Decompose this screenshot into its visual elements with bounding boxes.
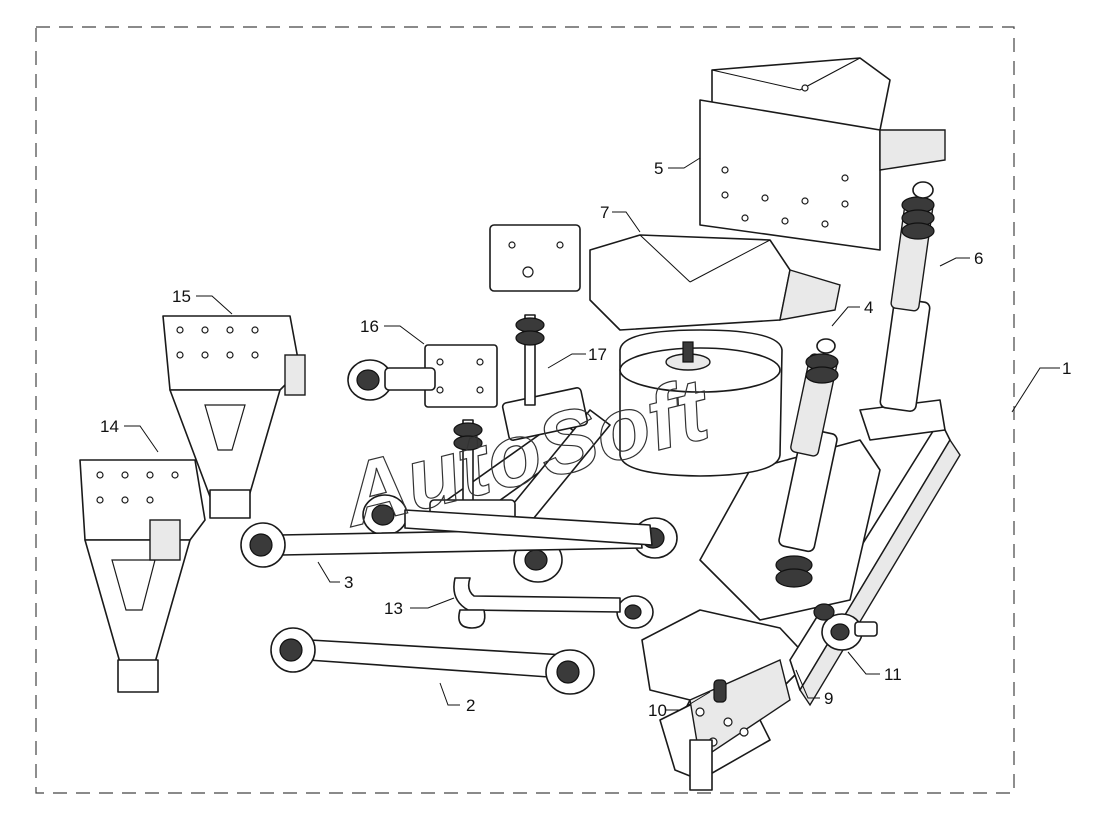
- lower-control-arm-upper: [240, 509, 653, 568]
- front-shock-absorber: [775, 338, 839, 588]
- callout-11: 11: [884, 665, 902, 684]
- callout-5: 5: [654, 159, 663, 178]
- callout-labels: 1 2 3 4 5 6 7 9 10 11 13 14 15: [100, 157, 1071, 720]
- callout-13: 13: [384, 599, 403, 618]
- callout-14: 14: [100, 417, 119, 436]
- callout-7: 7: [600, 203, 609, 222]
- mounting-bracket: [424, 344, 498, 408]
- callout-16: 16: [360, 317, 379, 336]
- callout-1: 1: [1062, 359, 1071, 378]
- callout-6: 6: [974, 249, 983, 268]
- lower-control-arm-lower: [270, 627, 595, 695]
- upper-air-spring-mount: [699, 57, 946, 251]
- callout-15: 15: [172, 287, 191, 306]
- rear-bushing: [813, 603, 878, 651]
- torque-rod-bracket-upper: [162, 315, 306, 519]
- callout-17: 17: [588, 345, 607, 364]
- rear-shock-absorber: [879, 181, 935, 412]
- torque-rod-bracket-lower: [79, 459, 206, 693]
- callout-10: 10: [648, 701, 667, 720]
- callout-9: 9: [824, 689, 833, 708]
- mount-bolt-holes: [721, 166, 849, 228]
- rod-end-bushings: [347, 359, 678, 629]
- callout-3: 3: [344, 573, 353, 592]
- assembly-boundary-frame: [35, 26, 1015, 794]
- callout-2: 2: [466, 696, 475, 715]
- callout-4: 4: [864, 298, 873, 317]
- u-shaped-rod: [453, 577, 621, 629]
- air-spring-assembly: [489, 224, 841, 477]
